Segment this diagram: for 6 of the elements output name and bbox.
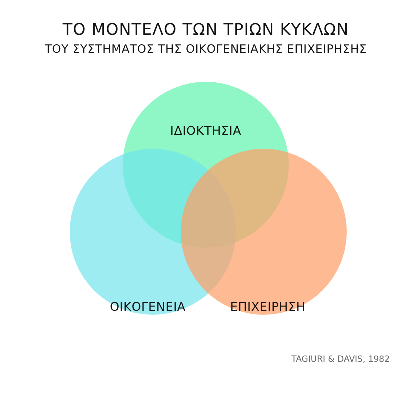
circle-label: ΙΔΙΟΚΤΗΣΙΑ — [170, 124, 242, 138]
title: ΤΟ ΜΟΝΤΕΛΟ ΤΩΝ ΤΡΙΩΝ ΚΥΚΛΩΝ — [62, 20, 350, 39]
source-citation: TAGIURI & DAVIS, 1982 — [292, 355, 390, 365]
subtitle: ΤΟΥ ΣΥΣΤΗΜΑΤΟΣ ΤΗΣ ΟΙΚΟΓΕΝΕΙΑΚΗΣ ΕΠΙΧΕΙΡΗΣΗΣ — [44, 42, 368, 56]
circle-label: ΕΠΙΧΕΙΡΗΣΗ — [230, 300, 306, 314]
circle-label: ΟΙΚΟΓΕΝΕΙΑ — [110, 300, 186, 314]
